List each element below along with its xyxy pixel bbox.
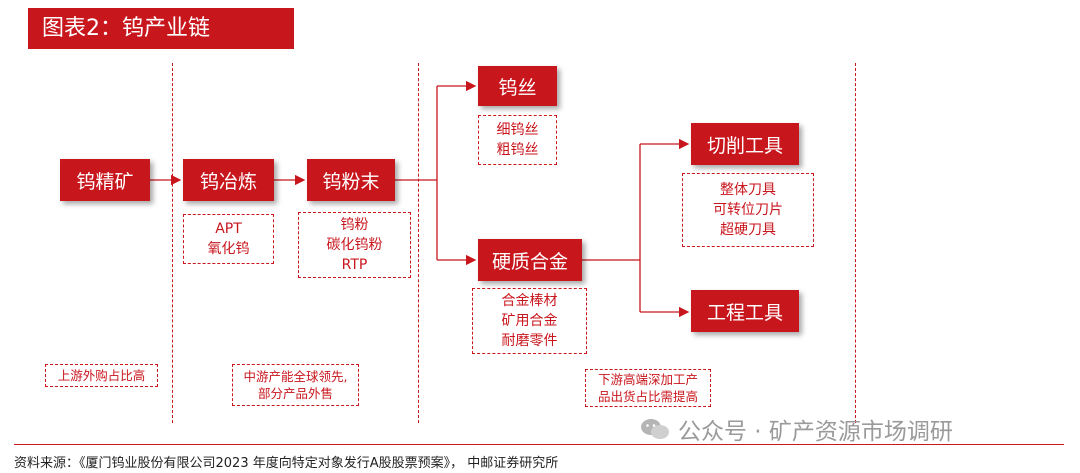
node-tungsten-smelting: 钨冶炼 — [183, 159, 274, 201]
note-upstream: 上游外购占比高 — [45, 364, 158, 387]
detail-item: 氧化钨 — [207, 241, 250, 257]
figure-title: 图表2：钨产业链 — [28, 8, 294, 49]
wechat-icon — [640, 418, 670, 440]
detail-item: 矿用合金 — [501, 313, 558, 329]
stage-divider-3 — [855, 63, 856, 423]
stage-divider-2 — [418, 63, 419, 423]
detail-item: RTP — [341, 257, 368, 273]
note-line: 下游高端深加工产 — [597, 372, 698, 387]
footer-rule — [14, 444, 1064, 445]
detail-cutting-tools-products: 整体刀具 可转位刀片 超硬刀具 — [682, 173, 814, 247]
stage-divider-1 — [172, 63, 173, 423]
note-midstream: 中游产能全球领先, 部分产品外售 — [232, 364, 359, 406]
source-note: 资料来源：《厦门钨业股份有限公司2023 年度向特定对象发行A股股票预案》， 中… — [14, 456, 559, 471]
note-line: 部分产品外售 — [257, 386, 333, 401]
detail-item: APT — [215, 221, 242, 237]
detail-item: 整体刀具 — [720, 182, 776, 198]
detail-powder-products: 钨粉 碳化钨粉 RTP — [298, 212, 411, 278]
node-tungsten-powder: 钨粉末 — [307, 159, 395, 201]
node-tungsten-wire: 钨丝 — [478, 66, 557, 106]
note-downstream: 下游高端深加工产 品出货占比需提高 — [585, 369, 711, 407]
note-line: 上游外购占比高 — [57, 368, 146, 383]
node-cemented-carbide: 硬质合金 — [478, 239, 582, 281]
detail-item: 钨粉 — [340, 217, 369, 233]
watermark-text: 公众号 · 矿产资源市场调研 — [678, 419, 953, 445]
node-tungsten-ore: 钨精矿 — [60, 159, 150, 201]
detail-item: 碳化钨粉 — [326, 237, 383, 253]
node-engineering-tools: 工程工具 — [691, 290, 799, 332]
detail-item: 超硬刀具 — [720, 222, 776, 238]
node-cutting-tools: 切削工具 — [691, 123, 799, 165]
detail-item: 耐磨零件 — [501, 333, 558, 349]
note-line: 中游产能全球领先, — [243, 369, 348, 384]
watermark: 公众号 · 矿产资源市场调研 — [640, 412, 953, 446]
detail-item: 细钨丝 — [496, 122, 539, 138]
note-line: 品出货占比需提高 — [597, 389, 698, 404]
detail-item: 粗钨丝 — [496, 142, 539, 158]
detail-wire-products: 细钨丝 粗钨丝 — [478, 115, 557, 165]
detail-carbide-products: 合金棒材 矿用合金 耐磨零件 — [472, 288, 587, 354]
detail-item: 可转位刀片 — [713, 202, 783, 218]
detail-item: 合金棒材 — [501, 293, 558, 309]
detail-smelting-products: APT 氧化钨 — [183, 214, 274, 264]
